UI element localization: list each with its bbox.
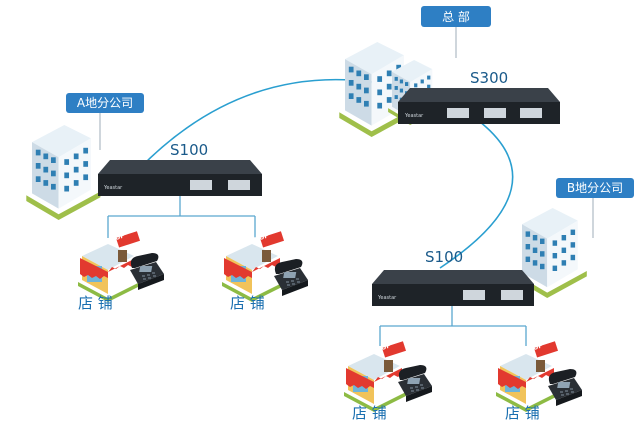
store-label: 店 铺 xyxy=(352,404,387,422)
store-1: SHOP 店 铺 xyxy=(78,231,164,312)
s100-a-model-label: S100 xyxy=(170,141,208,159)
ip-phone-icon xyxy=(548,369,582,406)
shop-icon: SHOP xyxy=(496,341,559,412)
svg-text:总 部: 总 部 xyxy=(442,9,470,24)
network-switch-icon xyxy=(447,108,542,118)
s100-a-device: S100 Yeastar xyxy=(98,141,262,196)
svg-text:B地分公司: B地分公司 xyxy=(567,181,623,195)
branch-a-wiring xyxy=(107,196,256,238)
svg-text:A地分公司: A地分公司 xyxy=(77,96,133,110)
hq-branch-b-link xyxy=(439,117,514,269)
store-label: 店 铺 xyxy=(78,294,113,312)
branch-b-label: B地分公司 xyxy=(556,178,634,238)
s300-device: S300 Yeastar xyxy=(398,69,560,124)
shop-icon: SHOP xyxy=(344,341,407,412)
svg-text:Yeastar: Yeastar xyxy=(404,113,424,119)
store-3: SHOP 店 铺 xyxy=(344,341,432,422)
ip-phone-icon xyxy=(274,259,308,296)
svg-text:Yeastar: Yeastar xyxy=(103,185,123,191)
branch-a-building-icon xyxy=(26,125,101,220)
svg-text:Yeastar: Yeastar xyxy=(377,295,397,301)
s100-b-model-label: S100 xyxy=(425,248,463,266)
branch-a-label: A地分公司 xyxy=(66,93,144,150)
network-switch-icon xyxy=(190,180,250,190)
branch-b-wiring xyxy=(379,306,527,346)
network-switch-icon xyxy=(463,290,523,300)
hq-branch-a-link xyxy=(137,78,373,171)
shop-icon: SHOP xyxy=(222,231,285,302)
store-4: SHOP 店 铺 xyxy=(496,341,582,422)
shop-icon: SHOP xyxy=(78,231,141,302)
hq-label: 总 部 xyxy=(421,6,491,58)
s100-b-device: S100 Yeastar xyxy=(372,248,534,306)
s300-model-label: S300 xyxy=(470,69,508,87)
store-2: SHOP 店 铺 xyxy=(222,231,308,312)
store-label: 店 铺 xyxy=(230,294,265,312)
store-label: 店 铺 xyxy=(505,404,540,422)
